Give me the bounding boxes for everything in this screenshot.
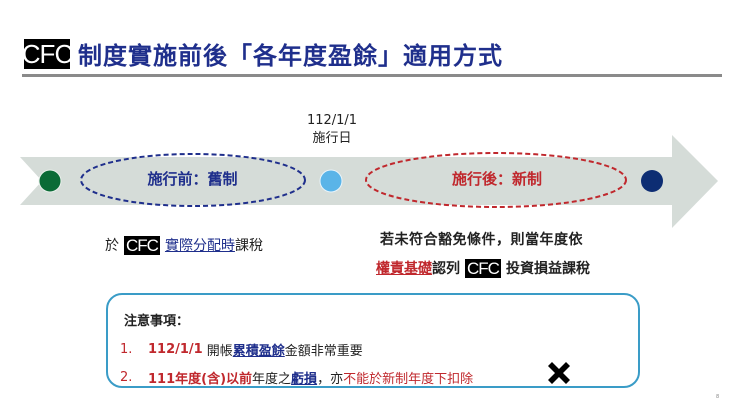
investment-tax-text: 投資損益課稅 (505, 261, 590, 277)
note-prefix: 於 (105, 238, 119, 254)
item-years: 111年度(含)以前 (148, 372, 253, 387)
item-number: 2. (120, 370, 133, 385)
notice-box (106, 293, 640, 388)
cfc-title-badge: CFC (21, 38, 73, 69)
item-text-b: ，亦 (317, 372, 344, 387)
loss-text: 虧損 (291, 372, 318, 387)
new-system-note-line2: 權責基礎 認列 CFC 投資損益課稅 (376, 258, 590, 278)
after-label: 施行後：新制 (451, 170, 542, 188)
new-system-note-line1: 若未符合豁免條件，則當年度依 (380, 232, 583, 248)
cfc-inline-badge-right: CFC (465, 258, 501, 278)
note-suffix: 課稅 (234, 238, 263, 254)
effective-date-label: 112/1/1 施行日 (300, 112, 364, 148)
item-text-a: 年度之 (252, 372, 292, 387)
effective-date-caption: 施行日 (312, 131, 352, 146)
item-date: 112/1/1 (148, 342, 203, 357)
cannot-deduct-text: 不能於新制年度下扣除 (343, 372, 474, 387)
accrual-basis-text: 權責基礎 (376, 261, 432, 277)
effective-date-dot-icon (319, 169, 343, 193)
cross-icon (548, 362, 570, 384)
title-text: 制度實施前後「各年度盈餘」適用方式 (78, 42, 503, 70)
page-number: 8 (716, 394, 720, 400)
item-text-b: 金額非常重要 (284, 344, 363, 359)
before-label: 施行前：舊制 (147, 170, 238, 188)
end-dot-icon (641, 170, 663, 192)
item-text-a: 開帳 (206, 344, 233, 359)
accumulated-earnings-text: 累積盈餘 (232, 344, 285, 359)
notice-item-2: 2. 111年度(含)以前 年度之 虧損 ，亦 不能於新制年度下扣除 (120, 368, 473, 387)
cfc-inline-badge: CFC (124, 235, 160, 255)
notice-item-1: 1. 112/1/1 開帳 累積盈餘 金額非常重要 (120, 340, 363, 359)
title-divider (22, 74, 722, 77)
item-number: 1. (120, 342, 133, 357)
effective-date: 112/1/1 (306, 113, 358, 128)
recognize-text: 認列 (432, 261, 460, 277)
actual-distribution-text: 實際分配時 (164, 238, 235, 254)
start-dot-icon (38, 169, 62, 193)
page-title: CFC 制度實施前後「各年度盈餘」適用方式 (21, 38, 503, 70)
notice-title: 注意事項： (124, 314, 190, 329)
old-system-note: 於 CFC 實際分配時 課稅 (105, 235, 263, 255)
